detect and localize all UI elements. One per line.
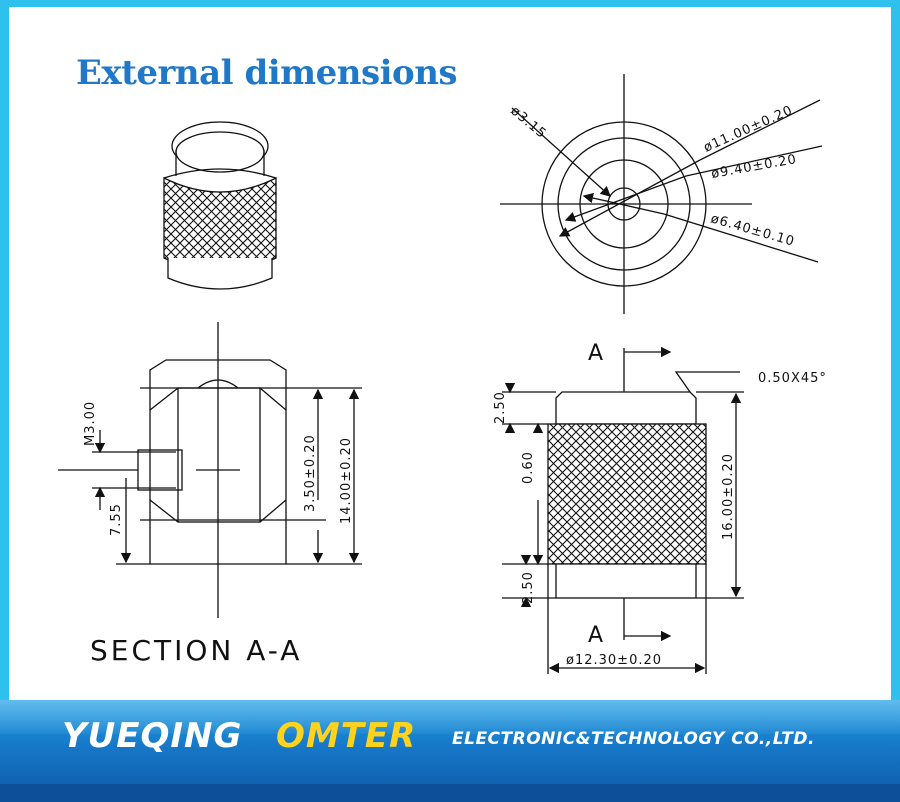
dim-top-band: 2.50 [493, 391, 508, 424]
dim-section-depth: 3.50±0.20 [303, 434, 318, 512]
section-a-a-view [58, 322, 362, 618]
dim-thread-size: M3.00 [83, 401, 98, 446]
dim-outer-diameter: ø11.00±0.20 [702, 103, 796, 156]
footer-gloss [0, 700, 900, 734]
page-title: External dimensions [76, 53, 458, 93]
brand-name: YUEQING [62, 716, 243, 756]
top-view [500, 74, 823, 314]
brand-highlight: OMTER [276, 716, 417, 756]
footer-banner: YUEQING OMTER ELECTRONIC&TECHNOLOGY CO.,… [0, 700, 900, 802]
dim-side-diameter: ø12.30±0.20 [566, 653, 662, 668]
dim-knurl: 0.60 [521, 451, 536, 484]
company-name: ELECTRONIC&TECHNOLOGY CO.,LTD. [452, 729, 815, 749]
technical-drawing: ø3.15 ø11.00±0.20 ø9.40±0.20 ø6.40±0.10 … [58, 74, 827, 674]
dim-bore-diameter: ø3.15 [507, 104, 549, 142]
section-mark-top: A [588, 341, 606, 366]
dim-inner-diameter: ø6.40±0.10 [709, 211, 797, 249]
section-label: SECTION A-A [90, 634, 302, 667]
section-mark-bottom: A [588, 623, 606, 648]
footer-stripe [0, 784, 900, 802]
side-view [502, 346, 744, 674]
knob-perspective-view [163, 121, 277, 290]
dim-chamfer: 0.50X45° [758, 371, 827, 386]
dim-thread-offset: 7.55 [109, 503, 124, 536]
dim-section-height: 14.00±0.20 [339, 437, 354, 524]
dim-mid-diameter: ø9.40±0.20 [710, 152, 798, 182]
dim-side-height: 16.00±0.20 [721, 453, 736, 540]
dim-bottom-band: 2.50 [521, 571, 536, 604]
